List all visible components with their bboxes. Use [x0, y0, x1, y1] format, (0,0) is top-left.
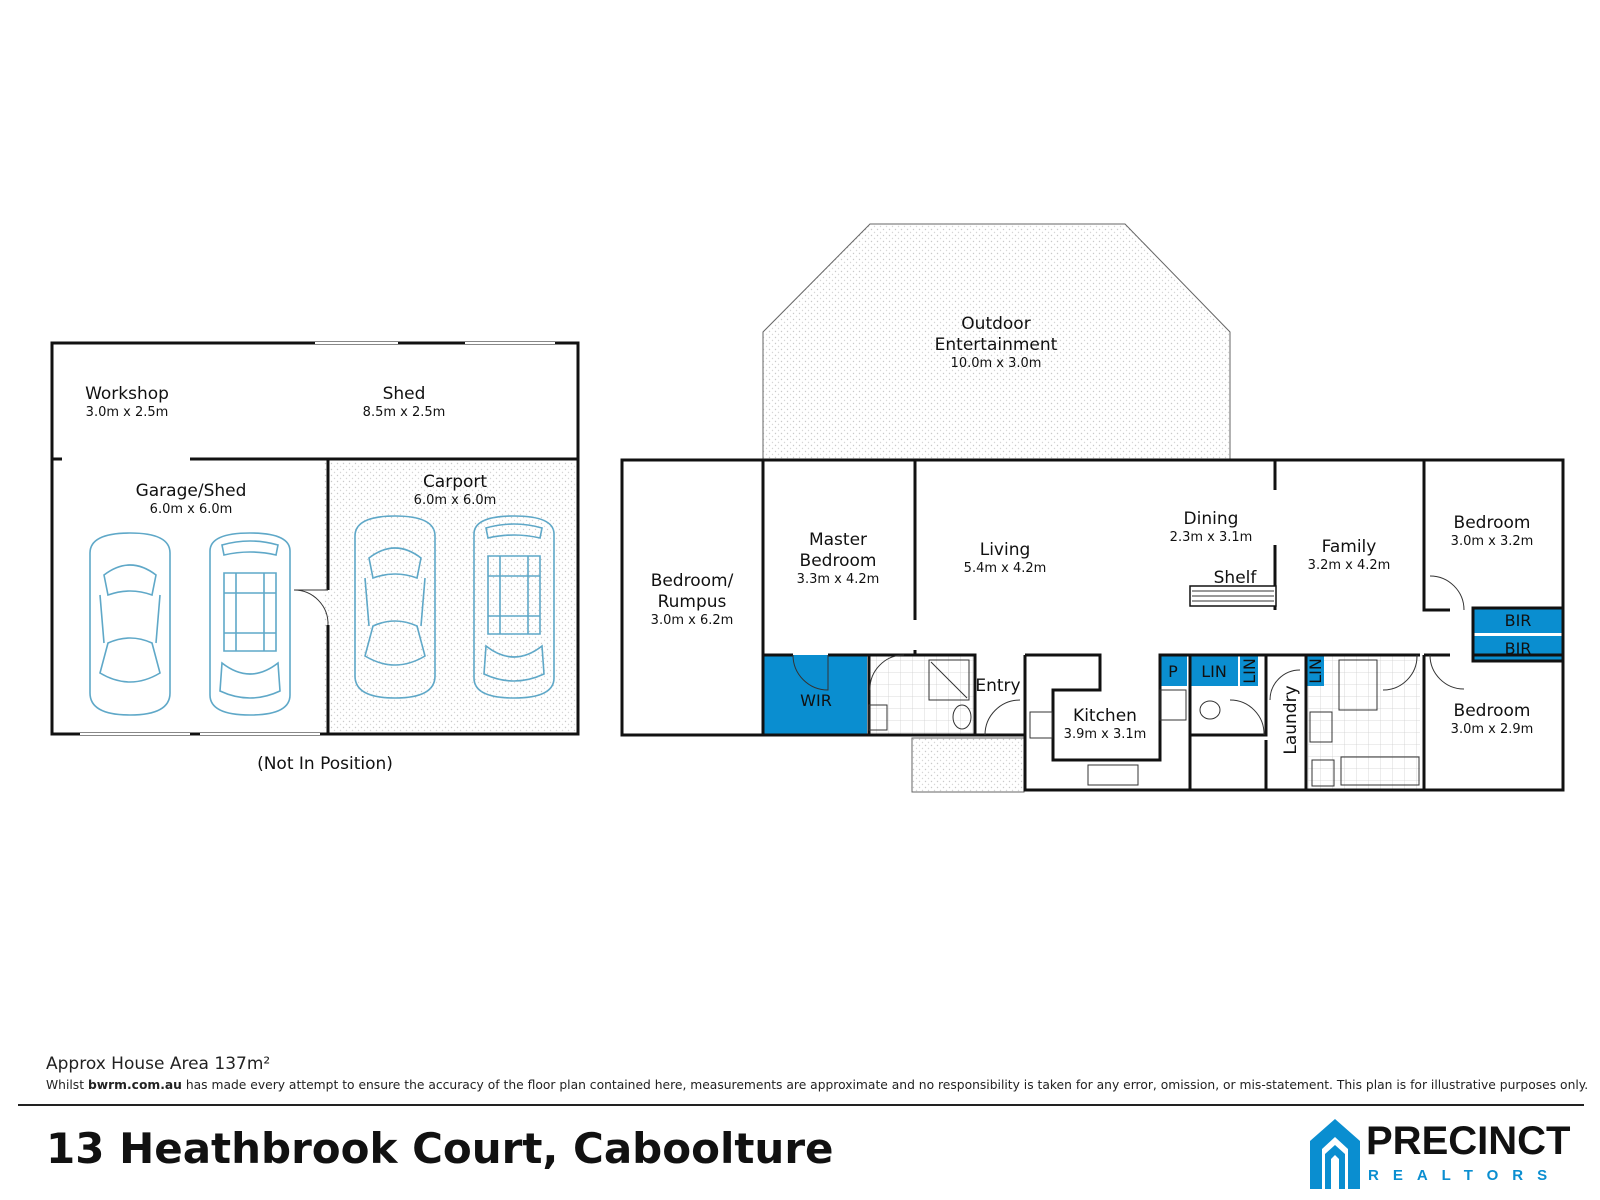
disclaimer-start: Whilst [46, 1078, 88, 1092]
footer-divider [18, 1104, 1584, 1106]
wir-label: WIR [800, 691, 832, 710]
room-label-master-1: Master [809, 530, 867, 550]
pantry-label: P [1168, 662, 1178, 681]
outbuilding-walls [50, 341, 580, 736]
room-dim-dining: 2.3m x 3.1m [1170, 530, 1253, 545]
room-dim-family: 3.2m x 4.2m [1308, 558, 1391, 573]
room-label-entry: Entry [975, 676, 1020, 696]
room-dim-shed: 8.5m x 2.5m [363, 405, 446, 420]
room-label-shed: Shed [383, 384, 426, 404]
room-label-family: Family [1322, 537, 1377, 557]
room-label-bedroom-3: Bedroom [1454, 701, 1531, 721]
room-dim-bedroom-3: 3.0m x 2.9m [1451, 722, 1534, 737]
ensuite-door [869, 654, 905, 691]
car-icon [89, 532, 171, 716]
room-label-garage: Garage/Shed [136, 481, 247, 501]
room-label-bedroom-2: Bedroom [1454, 513, 1531, 533]
room-label-kitchen: Kitchen [1073, 706, 1137, 726]
room-label-master-2: Bedroom [800, 551, 877, 571]
shelf-label: Shelf [1214, 568, 1258, 588]
room-dim-kitchen: 3.9m x 3.1m [1064, 727, 1147, 742]
car-icon [209, 532, 291, 716]
entry-door [984, 699, 1021, 736]
shower-icon [928, 659, 970, 701]
wir-block [763, 655, 867, 735]
vanity-icon [1309, 711, 1333, 743]
wc-door [1229, 699, 1265, 736]
room-label-rumpus-2: Rumpus [658, 592, 727, 612]
wall-master-south [763, 653, 977, 735]
room-dim-bedroom-2: 3.0m x 3.2m [1451, 534, 1534, 549]
disclaimer: Whilst bwrm.com.au has made every attemp… [46, 1078, 1588, 1092]
bathtub-icon [1340, 756, 1420, 786]
room-label-living: Living [980, 540, 1031, 560]
bedroom-door [1429, 654, 1465, 690]
openings [80, 342, 555, 735]
not-in-position-note: (Not In Position) [257, 754, 393, 774]
bir-block-1 [1473, 608, 1563, 633]
pantry-block [1160, 655, 1187, 686]
linen-label-1: LIN [1201, 662, 1227, 681]
room-dim-carport: 6.0m x 6.0m [414, 493, 497, 508]
linen-block-1 [1190, 655, 1238, 686]
room-label-outdoor-2: Entertainment [935, 335, 1058, 355]
washer-icon [1311, 759, 1335, 787]
room-label-dining: Dining [1184, 509, 1239, 529]
linen-label-2: LIN [1240, 658, 1259, 684]
precinct-logo-icon [1310, 1119, 1360, 1189]
cooktop-icon [1029, 711, 1053, 739]
garage-door-swing [293, 589, 329, 626]
carport-area [323, 462, 579, 734]
room-dim-master: 3.3m x 4.2m [797, 572, 880, 587]
toilet-icon [952, 704, 972, 730]
room-label-laundry: Laundry [1281, 685, 1301, 754]
bathroom-door [1382, 654, 1418, 691]
kitchen-walls [1025, 653, 1420, 762]
bedroom-door [1429, 575, 1465, 611]
room-label-outdoor-1: Outdoor [961, 314, 1030, 334]
linen-label-3: LIN [1306, 658, 1325, 684]
property-address: 13 Heathbrook Court, Caboolture [46, 1124, 834, 1173]
vanity-icon [868, 704, 888, 731]
bathroom-floor [1308, 655, 1420, 790]
ensuite-floor [869, 655, 974, 735]
wall-family-bed [1422, 460, 1450, 790]
house-area-note: Approx House Area 137m² [46, 1054, 271, 1074]
linen-block-3 [1306, 655, 1324, 686]
outbuilding: Workshop 3.0m x 2.5m Shed 8.5m x 2.5m Ga… [50, 341, 580, 774]
room-dim-rumpus: 3.0m x 6.2m [651, 613, 734, 628]
entry-porch [911, 737, 1025, 793]
linen-block-2 [1240, 655, 1258, 686]
room-label-rumpus-1: Bedroom/ [651, 571, 734, 591]
bir-label-1: BIR [1505, 611, 1532, 630]
laundry-door [1269, 669, 1301, 701]
fridge-icon [1159, 689, 1187, 721]
disclaimer-end: has made every attempt to ensure the acc… [181, 1078, 1589, 1092]
bir-label-2: BIR [1505, 639, 1532, 658]
wir-door [792, 654, 829, 691]
toilet-icon [1199, 700, 1221, 720]
room-dim-outdoor: 10.0m x 3.0m [951, 356, 1042, 371]
agency-logo: PRECINCT REALTORS [1310, 1119, 1570, 1191]
sink-icon [1087, 764, 1139, 786]
room-label-carport: Carport [423, 472, 487, 492]
logo-wordmark: PRECINCT [1366, 1119, 1571, 1163]
room-dim-garage: 6.0m x 6.0m [150, 502, 233, 517]
room-dim-living: 5.4m x 4.2m [964, 561, 1047, 576]
logo-subtitle: REALTORS [1368, 1167, 1562, 1184]
shower-icon [1338, 659, 1378, 711]
room-dim-workshop: 3.0m x 2.5m [86, 405, 169, 420]
disclaimer-site: bwrm.com.au [87, 1078, 182, 1092]
house: Outdoor Entertainment 10.0m x 3.0m Bedro… [620, 223, 1565, 793]
room-label-workshop: Workshop [85, 384, 169, 404]
bir-block-2 [1473, 636, 1563, 661]
